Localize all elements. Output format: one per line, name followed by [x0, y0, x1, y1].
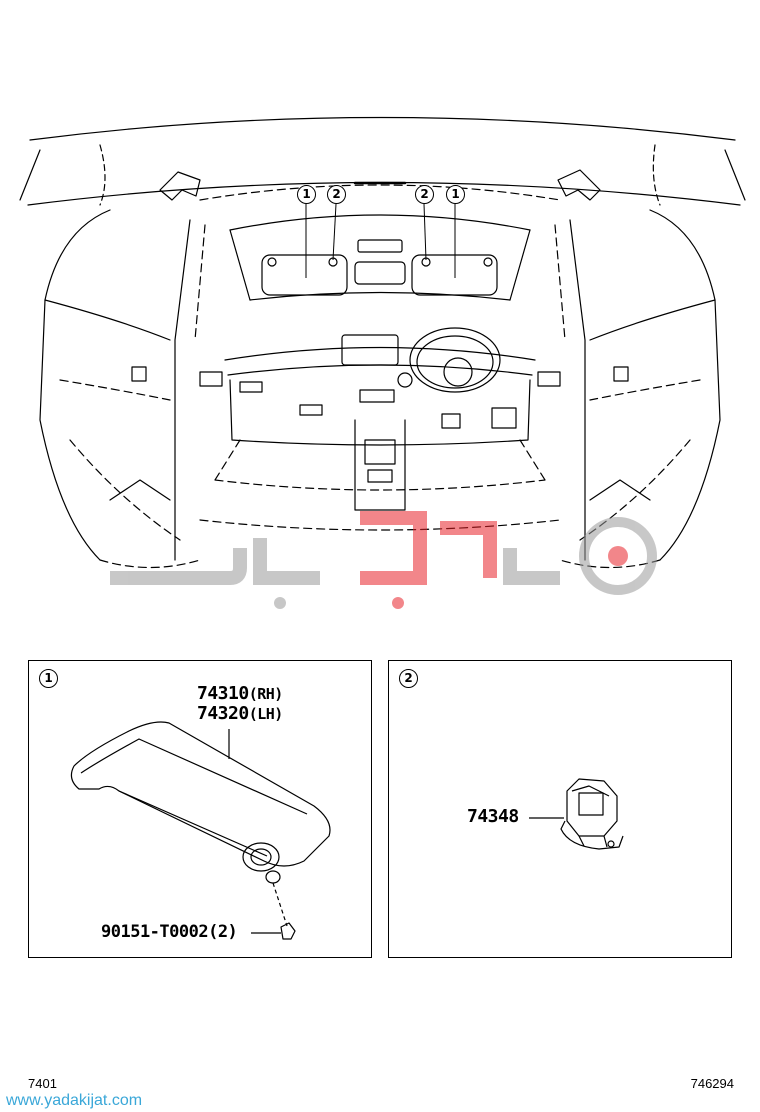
watermark-url[interactable]: www.yadakijat.com [6, 1092, 143, 1109]
part-number-lh-side: (LH) [248, 705, 284, 723]
footer-figure-code: 746294 [690, 1076, 734, 1091]
part-number-lh-value: 74320 [197, 703, 249, 724]
part-number-rh[interactable]: 74310(RH) [197, 683, 283, 704]
callout-visor-lh: 1 [446, 185, 465, 204]
vehicle-interior-illustration [19, 116, 746, 569]
sun-visor-drawing [70, 721, 331, 940]
panel-index: 1 [39, 669, 58, 688]
callout-holder-lh: 2 [415, 185, 434, 204]
callout-holder-rh: 2 [327, 185, 346, 204]
screw-part-number[interactable]: 90151-T0002(2) [101, 922, 238, 942]
detail-panel-visor-holder: 2 74348 [388, 660, 732, 958]
part-number-rh-value: 74310 [197, 683, 249, 704]
holder-part-number[interactable]: 74348 [467, 806, 519, 827]
part-number-rh-side: (RH) [248, 685, 284, 703]
panel-index: 2 [399, 669, 418, 688]
callout-visor-rh: 1 [297, 185, 316, 204]
part-number-lh[interactable]: 74320(LH) [197, 703, 283, 724]
visor-holder-drawing [529, 778, 624, 850]
detail-panel-sun-visor: 1 74310(RH) 74320(LH) 90151-T0002(2) [28, 660, 372, 958]
watermark-logo [110, 511, 657, 609]
footer-section-code: 7401 [28, 1076, 57, 1091]
